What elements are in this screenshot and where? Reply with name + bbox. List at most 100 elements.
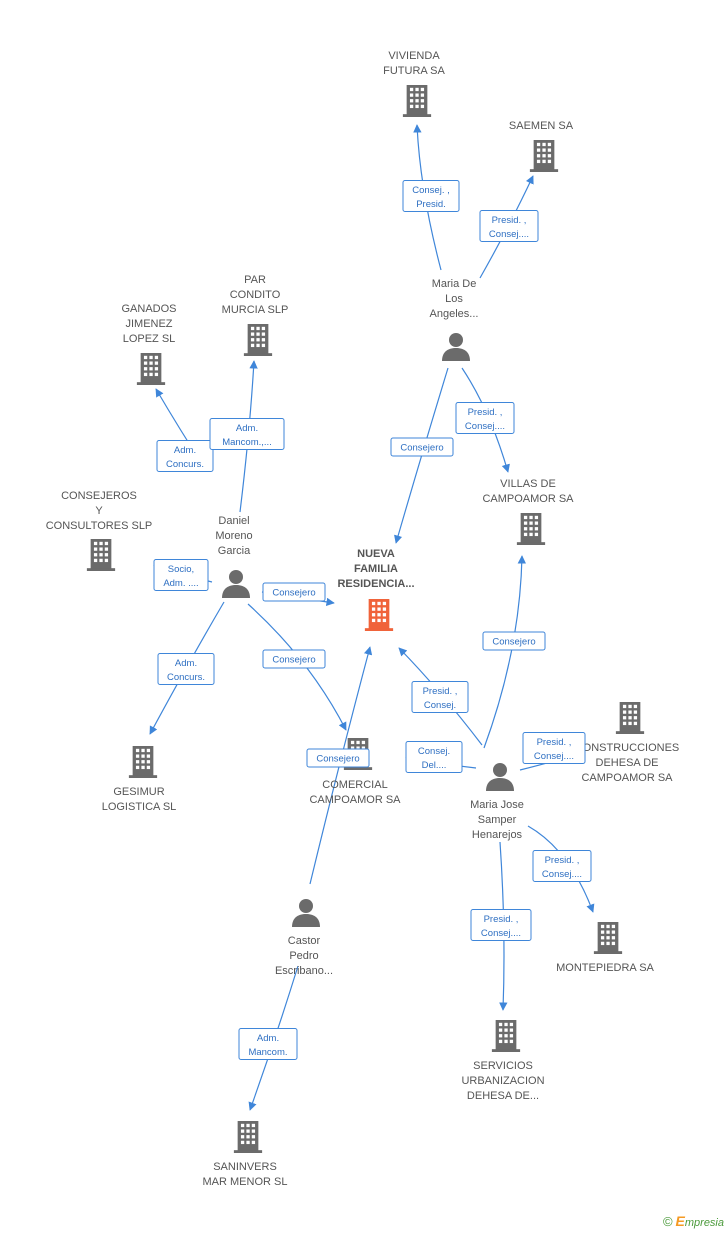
node-montepiedra[interactable]: MONTEPIEDRA SA (556, 922, 655, 974)
edge-label-text: Presid. (416, 199, 446, 210)
node-label-line: Henarejos (472, 829, 523, 841)
node-label-line: FUTURA SA (383, 65, 445, 77)
node-label-line: NUEVA (357, 548, 395, 560)
node-villas[interactable]: VILLAS DE CAMPOAMOR SA (482, 478, 574, 545)
person-icon (486, 763, 514, 791)
node-maria_angeles[interactable]: Maria De LosAngeles... (430, 278, 479, 361)
node-label-line: FAMILIA (354, 563, 398, 575)
node-label-line: CAMPOAMOR SA (309, 794, 401, 806)
node-saemen[interactable]: SAEMEN SA (509, 120, 574, 172)
building-icon (529, 140, 559, 172)
node-vivienda[interactable]: VIVIENDA FUTURA SA (383, 50, 446, 117)
node-label-line: Moreno (215, 530, 252, 542)
edge-label-maria_angeles-to-saemen[interactable]: Presid. ,Consej.... (479, 210, 539, 242)
node-label-line: Escribano... (275, 965, 333, 977)
edge-label-text: Consejero (272, 655, 315, 666)
edge-label-daniel-to-ganados[interactable]: Adm.Concurs. (156, 440, 214, 472)
building-icon (86, 539, 116, 571)
edge-label-text: Consejero (400, 443, 443, 454)
edge-maria_jose-to-villas (483, 555, 527, 749)
edge-label-text: Concurs. (167, 672, 205, 683)
node-label-line: CONSEJEROS (61, 490, 137, 502)
node-construcciones[interactable]: CONSTRUCCIONES DEHESA DE CAMPOAMOR SA (575, 702, 680, 784)
node-label-line: CAMPOAMOR SA (581, 772, 673, 784)
edge-label-text: Presid. , (484, 914, 519, 925)
node-label-line: Castor (288, 935, 321, 947)
node-label-line: Los (445, 293, 463, 305)
edge-label-maria_angeles-to-villas[interactable]: Presid. ,Consej.... (455, 402, 515, 434)
edge-label-text: Presid. , (492, 215, 527, 226)
node-label-line: Maria De (432, 278, 477, 290)
edge-maria_angeles-to-nueva (394, 367, 449, 544)
edge-label-text: Socio, (168, 564, 194, 575)
node-label-line: PAR (244, 274, 266, 286)
edge-label-text: Consej.... (465, 421, 505, 432)
edge-labels-layer: Consej. ,Presid. Presid. , Consej.... Conse… (153, 180, 592, 1060)
edge-label-maria_jose-to-nueva[interactable]: Presid. ,Consej. (411, 681, 469, 713)
edge-label-text: Consejero (272, 588, 315, 599)
node-label-line: CAMPOAMOR SA (482, 493, 574, 505)
node-label-line: Garcia (218, 545, 251, 557)
edge-label-text: Consej.... (481, 928, 521, 939)
edge-label-daniel-to-comercial[interactable]: Consejero (262, 649, 326, 669)
edge-label-maria_jose-to-montepiedra[interactable]: Presid. ,Consej.... (532, 850, 592, 882)
edge-label-maria_jose-to-villas[interactable]: Consejero (482, 631, 546, 651)
node-castor[interactable]: CastorPedroEscribano... (275, 899, 333, 977)
edge-label-daniel-to-nueva[interactable]: Consejero (262, 582, 326, 602)
edge-label-castor-to-saninvers[interactable]: Adm.Mancom. (238, 1028, 298, 1060)
edge-label-daniel-to-consejeros[interactable]: Socio, Adm. .... (153, 559, 209, 591)
edge-label-text: Adm. (236, 423, 258, 434)
node-comercial[interactable]: COMERCIAL CAMPOAMOR SA (309, 738, 401, 806)
empresia-watermark: ©Empresia (663, 1213, 724, 1229)
node-label-line: URBANIZACION (461, 1075, 544, 1087)
edge-label-maria_jose-to-servicios[interactable]: Presid. , Consej.... (470, 909, 532, 941)
edge-label-text: Concurs. (166, 459, 204, 470)
building-icon (491, 1020, 521, 1052)
edge-label-maria_angeles-to-vivienda[interactable]: Consej. ,Presid. (402, 180, 460, 212)
node-nueva[interactable]: NUEVA FAMILIA RESIDENCIA... (337, 548, 415, 631)
node-label-line: VIVIENDA (388, 50, 440, 62)
edge-label-daniel-to-gesimur[interactable]: Adm. Concurs. (157, 653, 215, 685)
building-icon (243, 324, 273, 356)
edge-label-maria_jose-to-construcciones[interactable]: Presid. ,Consej.... (522, 732, 586, 764)
edge-label-maria_angeles-to-nueva[interactable]: Consejero (390, 437, 454, 457)
building-icon (516, 513, 546, 545)
edge-label-castor-to-nueva[interactable]: Consejero (306, 748, 370, 768)
node-label-line: Daniel (218, 515, 249, 527)
node-label-line: GANADOS (121, 303, 176, 315)
edge-label-text: Consejero (492, 637, 535, 648)
node-label-line: COMERCIAL (322, 779, 387, 791)
node-label-line: LOGISTICA SL (102, 801, 177, 813)
nodes-layer: NUEVA FAMILIA RESIDENCIA... VIVIENDA FUTURA … (46, 50, 680, 1188)
node-label-line: VILLAS DE (500, 478, 556, 490)
node-label-line: MURCIA SLP (222, 304, 289, 316)
edge-label-daniel-to-par_condito[interactable]: Adm.Mancom.,... (209, 418, 285, 450)
node-label-line: SANINVERS (213, 1161, 277, 1173)
copyright-symbol: © (662, 1214, 673, 1229)
edge-label-maria_jose-to-comercial[interactable]: Consej.Del.... (405, 741, 463, 773)
node-label-line: SAEMEN SA (509, 120, 574, 132)
node-label-line: CONSTRUCCIONES (575, 742, 680, 754)
edge-label-text: Adm. (175, 658, 197, 669)
building-icon (593, 922, 623, 954)
node-label-line: RESIDENCIA... (337, 578, 414, 590)
node-label-line: LOPEZ SL (123, 333, 176, 345)
node-label-line: Y (95, 505, 103, 517)
edge-label-text: Adm. .... (163, 578, 198, 589)
node-label-line: Angeles... (430, 308, 479, 320)
node-label-line: DEHESA DE (596, 757, 659, 769)
edge-label-text: Presid. , (537, 737, 572, 748)
node-label-line: Samper (478, 814, 517, 826)
brand-name: mpresia (684, 1217, 724, 1229)
building-icon (364, 599, 394, 631)
brand-initial: E (675, 1213, 685, 1229)
